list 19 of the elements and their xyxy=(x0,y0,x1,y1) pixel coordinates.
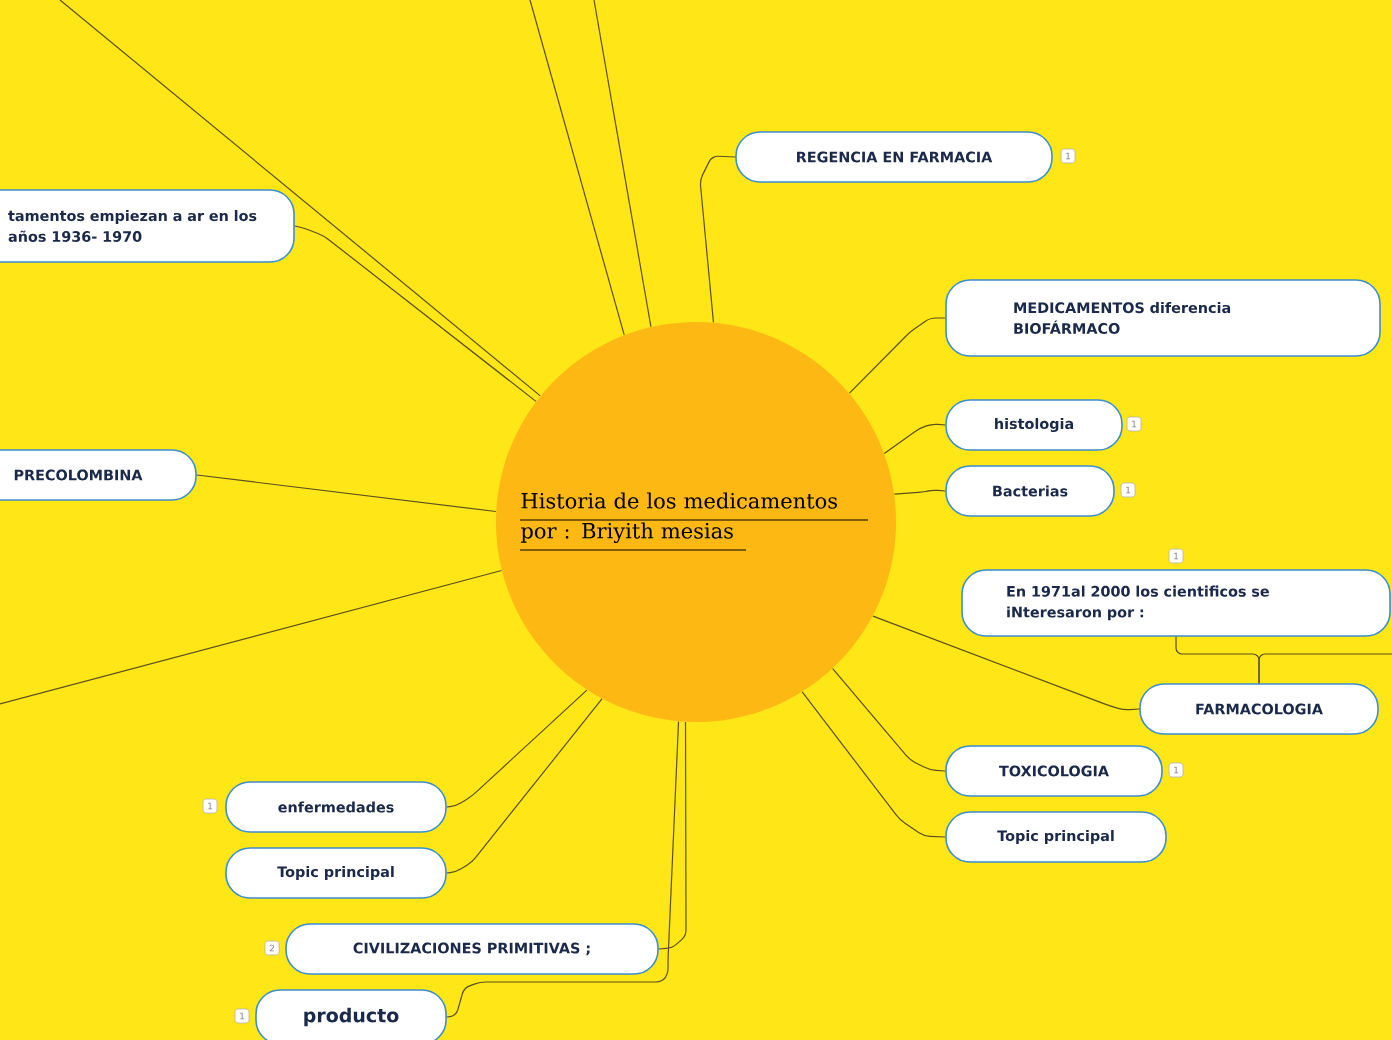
connector-line xyxy=(883,423,946,455)
connector-line xyxy=(1258,653,1392,684)
connector-line xyxy=(832,667,946,772)
connector-line xyxy=(0,569,503,705)
connector-line xyxy=(699,155,736,323)
connector-line xyxy=(872,615,1140,711)
connector-line xyxy=(658,721,687,950)
connector-line xyxy=(801,691,946,838)
topic-box: producto xyxy=(255,989,447,1040)
connector-line xyxy=(196,474,497,513)
connector-line xyxy=(446,721,680,1018)
connector-line xyxy=(893,489,946,495)
connector-line xyxy=(848,317,946,394)
connector-line xyxy=(446,698,603,874)
connector-line xyxy=(446,689,588,808)
connector-line xyxy=(294,225,537,402)
connector-line xyxy=(593,0,652,328)
connector-line xyxy=(59,0,541,397)
connector-line xyxy=(529,0,625,336)
